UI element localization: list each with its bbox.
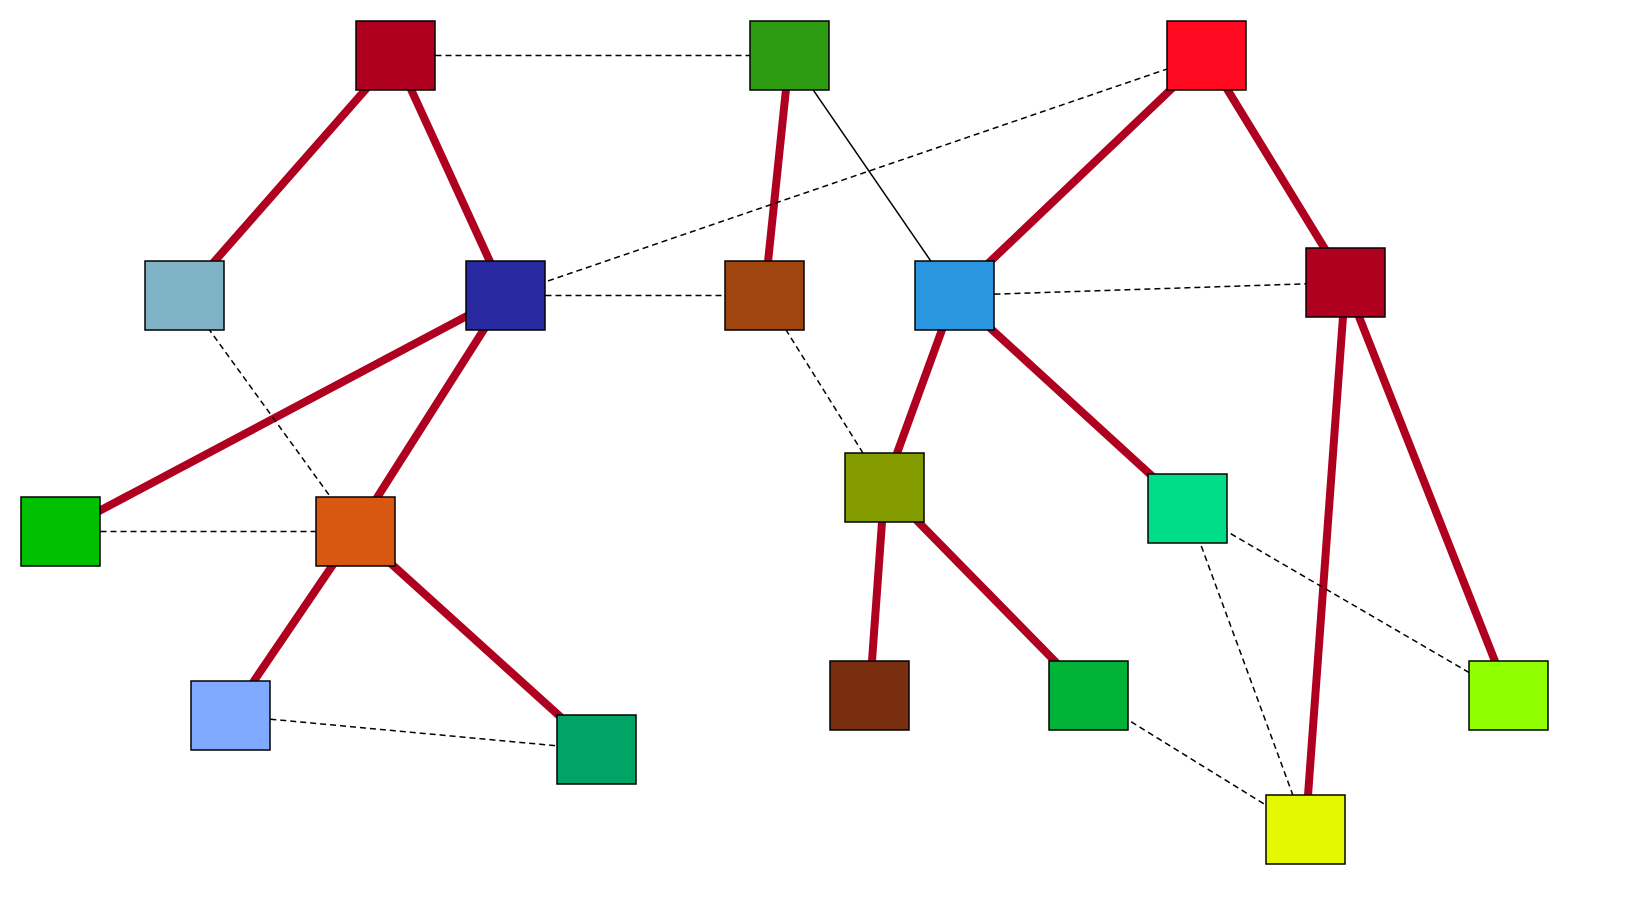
node-P[interactable]: [1048, 660, 1129, 731]
edges-layer: [56, 51, 1513, 834]
edge-thick-C-H: [1202, 51, 1350, 287]
node-L[interactable]: [1147, 473, 1228, 544]
edge-dashed-L-R: [1186, 508, 1307, 830]
edge-thick-C-G: [950, 51, 1211, 300]
node-K[interactable]: [844, 452, 925, 523]
node-N[interactable]: [556, 714, 637, 785]
edge-thick-A-E: [391, 51, 510, 300]
edge-thick-A-D: [180, 51, 400, 300]
edge-dashed-C-E: [505, 54, 1207, 297]
nodes-layer: [20, 20, 1549, 865]
edge-thick-G-L: [950, 291, 1192, 513]
node-M[interactable]: [190, 680, 271, 751]
edge-dashed-F-K: [763, 295, 886, 488]
node-I[interactable]: [20, 496, 101, 567]
edge-dashed-D-J: [183, 295, 357, 532]
node-D[interactable]: [144, 260, 225, 331]
edge-thick-B-F: [760, 51, 794, 300]
edge-thick-J-N: [351, 527, 601, 754]
node-C[interactable]: [1166, 20, 1247, 91]
node-B[interactable]: [749, 20, 830, 91]
edge-dashed-G-H: [954, 281, 1346, 297]
node-O[interactable]: [829, 660, 910, 731]
edge-thick-E-J: [351, 291, 510, 536]
node-R[interactable]: [1265, 794, 1346, 865]
edge-dashed-L-Q: [1187, 507, 1509, 697]
node-A[interactable]: [355, 20, 436, 91]
edge-dashed-M-N: [230, 714, 597, 751]
node-J[interactable]: [315, 496, 396, 567]
edge-thick-H-Q: [1341, 278, 1513, 700]
edge-thick-H-R: [1301, 278, 1350, 834]
edge-thin-B-G: [788, 55, 956, 296]
node-Q[interactable]: [1468, 660, 1549, 731]
node-F[interactable]: [724, 260, 805, 331]
edge-thick-E-I: [56, 291, 510, 536]
node-G[interactable]: [914, 260, 995, 331]
node-E[interactable]: [465, 260, 546, 331]
node-H[interactable]: [1305, 247, 1386, 318]
